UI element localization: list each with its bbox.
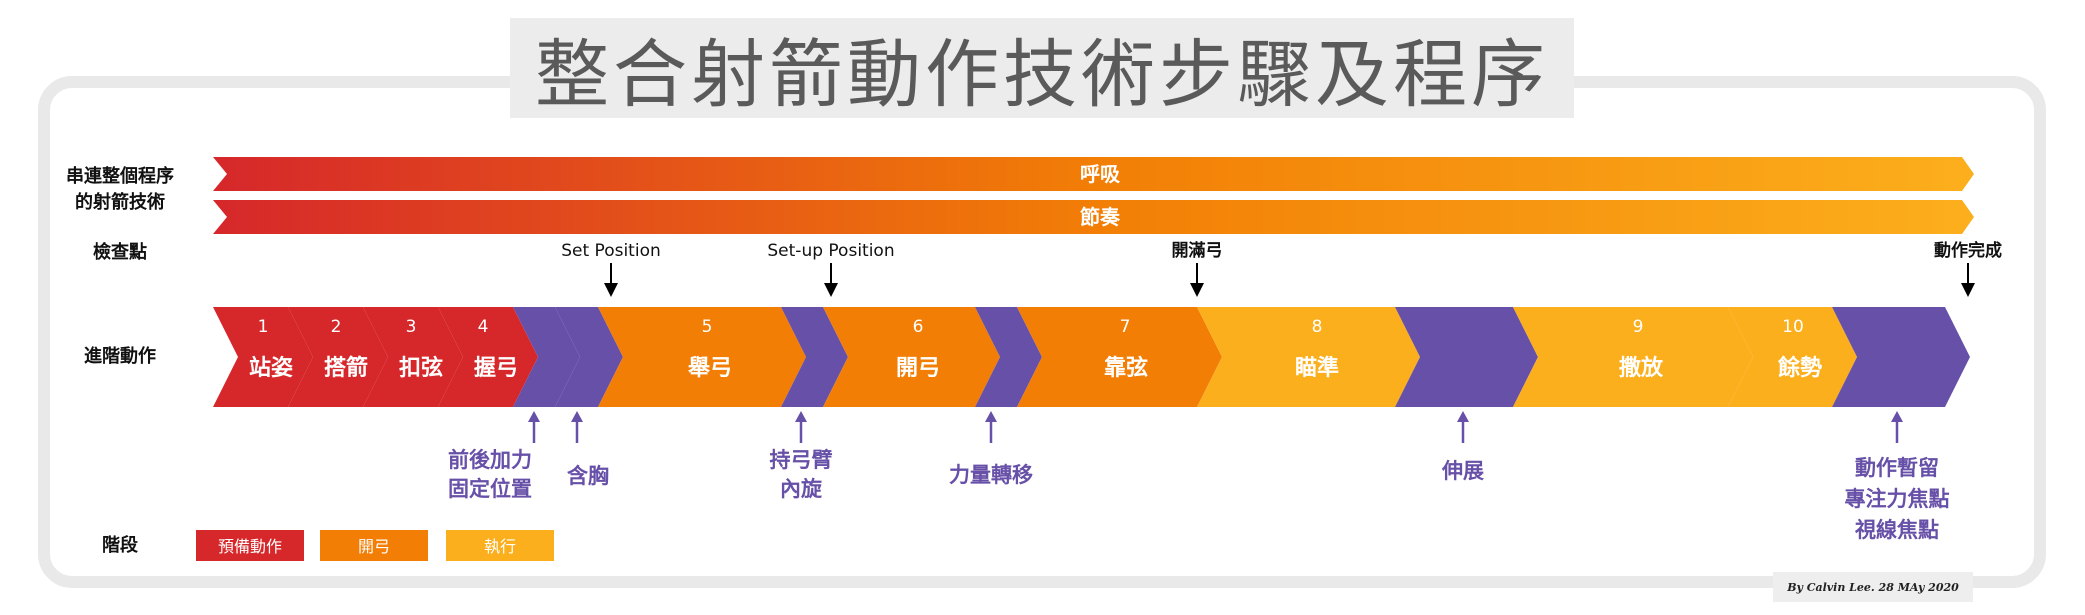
- row-label-checkpoints: 檢查點: [93, 241, 147, 263]
- transition-chevron-transfer: [975, 307, 1042, 407]
- annotation-follow-line2: 專注力焦點: [1845, 487, 1950, 511]
- rhythm-bar-label: 節奏: [1080, 205, 1121, 229]
- author-credit: By Calvin Lee. 28 MAy 2020: [1773, 572, 1973, 602]
- step-number-2: 2: [331, 317, 342, 337]
- legend-label-prep: 預備動作: [218, 537, 282, 556]
- legend-swatch-execute: [446, 530, 554, 561]
- step-number-6: 6: [913, 317, 924, 337]
- annotation-fix-position-line2: 固定位置: [448, 477, 532, 501]
- step-label-4: 握弓: [474, 356, 518, 381]
- rhythm-bar: [213, 200, 1974, 234]
- annotation-fix-position-line1: 前後加力: [448, 448, 532, 472]
- step-label-9: 撒放: [1619, 355, 1664, 381]
- step-number-9: 9: [1633, 317, 1644, 337]
- step-chevron-4: [438, 307, 538, 407]
- checkpoint-complete: 動作完成: [1934, 240, 2002, 261]
- row-label-actions: 進階動作: [84, 345, 156, 367]
- legend-label-draw: 開弓: [358, 537, 390, 556]
- step-chevron-10: [1728, 307, 1857, 407]
- step-chevron-7: [1017, 307, 1222, 407]
- annotation-arrowhead-expansion: [1457, 411, 1469, 422]
- checkpoint-setup-position: Set-up Position: [767, 241, 894, 261]
- transition-chevron-expansion: [1395, 307, 1538, 407]
- annotation-arrowhead-follow-through: [1891, 411, 1903, 422]
- step-chevron-2: [288, 307, 388, 407]
- checkpoint-arrowhead-setup-position: [824, 283, 838, 297]
- annotation-expansion: 伸展: [1441, 459, 1484, 483]
- legend-swatch-prep: [196, 530, 304, 561]
- step-chevron-6: [823, 307, 1000, 407]
- step-number-5: 5: [702, 317, 713, 337]
- step-label-1: 站姿: [249, 355, 293, 381]
- annotation-arrowhead-bow-arm: [795, 411, 807, 422]
- step-chevron-8: [1197, 307, 1420, 407]
- step-number-1: 1: [258, 317, 269, 337]
- breathing-bar: [213, 157, 1974, 191]
- step-label-10: 餘勢: [1778, 355, 1822, 381]
- transition-chevron-follow-through: [1832, 307, 1970, 407]
- row-label-holistic-line2: 的射箭技術: [75, 191, 165, 213]
- annotation-follow-line3: 視線焦點: [1854, 518, 1939, 542]
- step-label-3: 扣弦: [399, 355, 443, 381]
- step-chevron-1: [213, 307, 313, 407]
- step-chevron-9: [1513, 307, 1753, 407]
- annotation-follow-line1: 動作暫留: [1855, 456, 1939, 480]
- step-label-5: 舉弓: [688, 355, 732, 381]
- transition-chevron-fix-position: [513, 307, 580, 407]
- legend-label-execute: 執行: [484, 537, 516, 556]
- annotation-transfer: 力量轉移: [949, 463, 1033, 487]
- step-number-4: 4: [478, 317, 489, 337]
- checkpoint-arrowhead-complete: [1961, 283, 1975, 297]
- checkpoint-full-draw: 開滿弓: [1172, 240, 1223, 261]
- breathing-bar-label: 呼吸: [1080, 162, 1121, 186]
- annotation-chest: 含胸: [567, 464, 609, 488]
- step-number-7: 7: [1120, 317, 1131, 337]
- step-label-6: 開弓: [896, 356, 940, 381]
- step-label-2: 搭箭: [324, 355, 368, 381]
- step-chevron-3: [363, 307, 463, 407]
- row-label-holistic-line1: 串連整個程序: [66, 165, 174, 187]
- checkpoint-arrowhead-full-draw: [1190, 283, 1204, 297]
- legend-swatch-draw: [320, 530, 428, 561]
- step-label-7: 靠弦: [1104, 355, 1148, 381]
- row-label-phases: 階段: [102, 534, 139, 556]
- annotation-arrowhead-fix-position: [528, 411, 540, 422]
- checkpoint-arrowhead-set-position: [604, 283, 618, 297]
- step-number-8: 8: [1312, 317, 1323, 337]
- transition-chevron-chest: [555, 307, 623, 407]
- step-number-3: 3: [406, 317, 417, 337]
- annotation-bow-arm-line1: 持弓臂: [770, 448, 833, 472]
- page-title: 整合射箭動作技術步驟及程序: [510, 18, 1574, 118]
- step-chevron-5: [598, 307, 806, 407]
- annotation-arrowhead-transfer: [985, 411, 997, 422]
- annotation-bow-arm-line2: 內旋: [780, 477, 823, 501]
- annotation-arrowhead-chest: [571, 411, 583, 422]
- step-label-8: 瞄準: [1295, 355, 1339, 381]
- checkpoint-set-position: Set Position: [561, 241, 661, 261]
- step-number-10: 10: [1782, 317, 1804, 337]
- transition-chevron-bow-arm: [781, 307, 848, 407]
